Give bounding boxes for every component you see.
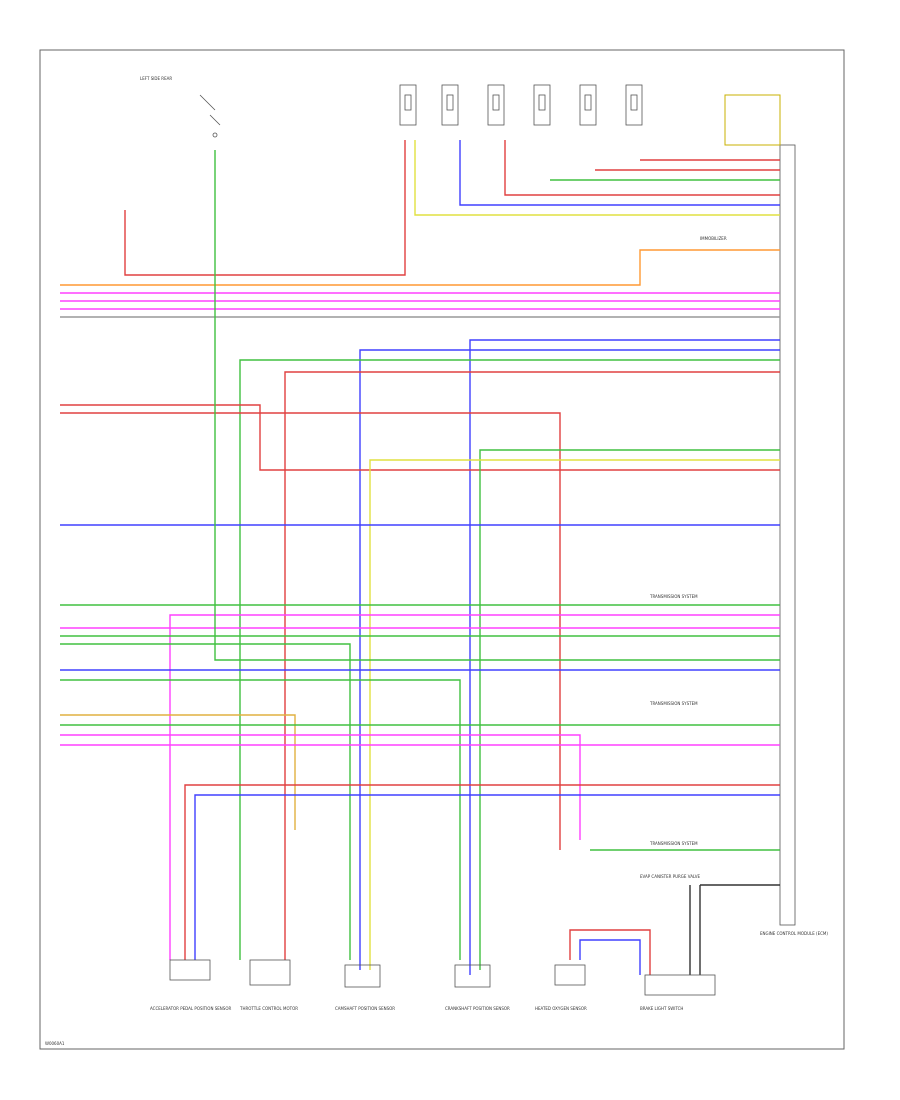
page-id: W0060A1 [45,1041,65,1046]
ecm-connector: ENGINE CONTROL MODULE (ECM) [760,144,828,936]
wire [414,140,780,216]
component-cam-b: CRANKSHAFT POSITION SENSOR [445,964,510,1011]
wire [60,714,296,830]
wire [504,140,780,196]
wire [214,150,780,661]
wire [60,643,351,960]
wire [369,459,780,970]
component-4 [533,84,551,126]
wire [284,371,780,960]
transmission-label-1: TRANSMISSION SYSTEM [649,594,698,599]
wire [469,339,780,975]
wire [60,734,581,840]
wire [194,794,780,960]
fuse-block-label: LEFT SIDE REAR [140,76,172,81]
transmission-label-3: TRANSMISSION SYSTEM [649,841,698,846]
wire [60,679,461,960]
bottom-components: ACCELERATOR PEDAL POSITION SENSOR THROTT… [150,959,716,1011]
wire [60,249,780,286]
wire [60,404,780,471]
wire [124,140,406,276]
o2-label: HEATED OXYGEN SENSOR [535,1006,587,1011]
ecm-label: ENGINE CONTROL MODULE (ECM) [760,931,828,936]
wire [169,614,780,960]
component-5 [579,84,597,126]
component-cam-a: CAMSHAFT POSITION SENSOR [335,964,395,1011]
component-brake: BRAKE LIGHT SWITCH [640,974,716,1011]
brake-label: BRAKE LIGHT SWITCH [640,1006,683,1011]
cam-b-label: CRANKSHAFT POSITION SENSOR [445,1006,510,1011]
wire [479,449,780,970]
ecm-connector-body [779,144,796,926]
top-component-row [399,84,643,126]
component-1 [399,84,417,126]
component-o2: HEATED OXYGEN SENSOR [535,964,587,1011]
wire [359,349,780,970]
component-6 [625,84,643,126]
wire [184,784,780,960]
fuse-block: LEFT SIDE REAR [140,76,221,138]
component-3 [487,84,505,126]
wire [60,412,561,850]
component-throttle: THROTTLE CONTROL MOTOR [239,959,298,1011]
transmission-label-2: TRANSMISSION SYSTEM [649,701,698,706]
wire-bundle [60,140,780,975]
throttle-label: THROTTLE CONTROL MOTOR [239,1006,298,1011]
immobilizer-label: IMMOBILIZER [700,236,727,241]
wire [239,359,780,960]
cam-a-label: CAMSHAFT POSITION SENSOR [335,1006,395,1011]
component-2 [441,84,459,126]
wire [579,939,641,975]
top-right-connector [724,94,781,146]
wire [459,140,780,206]
wire [569,929,651,975]
page-border [39,49,845,1050]
component-accel: ACCELERATOR PEDAL POSITION SENSOR [150,959,231,1011]
canister-label: EVAP CANISTER PURGE VALVE [640,874,700,879]
accel-label: ACCELERATOR PEDAL POSITION SENSOR [150,1006,231,1011]
